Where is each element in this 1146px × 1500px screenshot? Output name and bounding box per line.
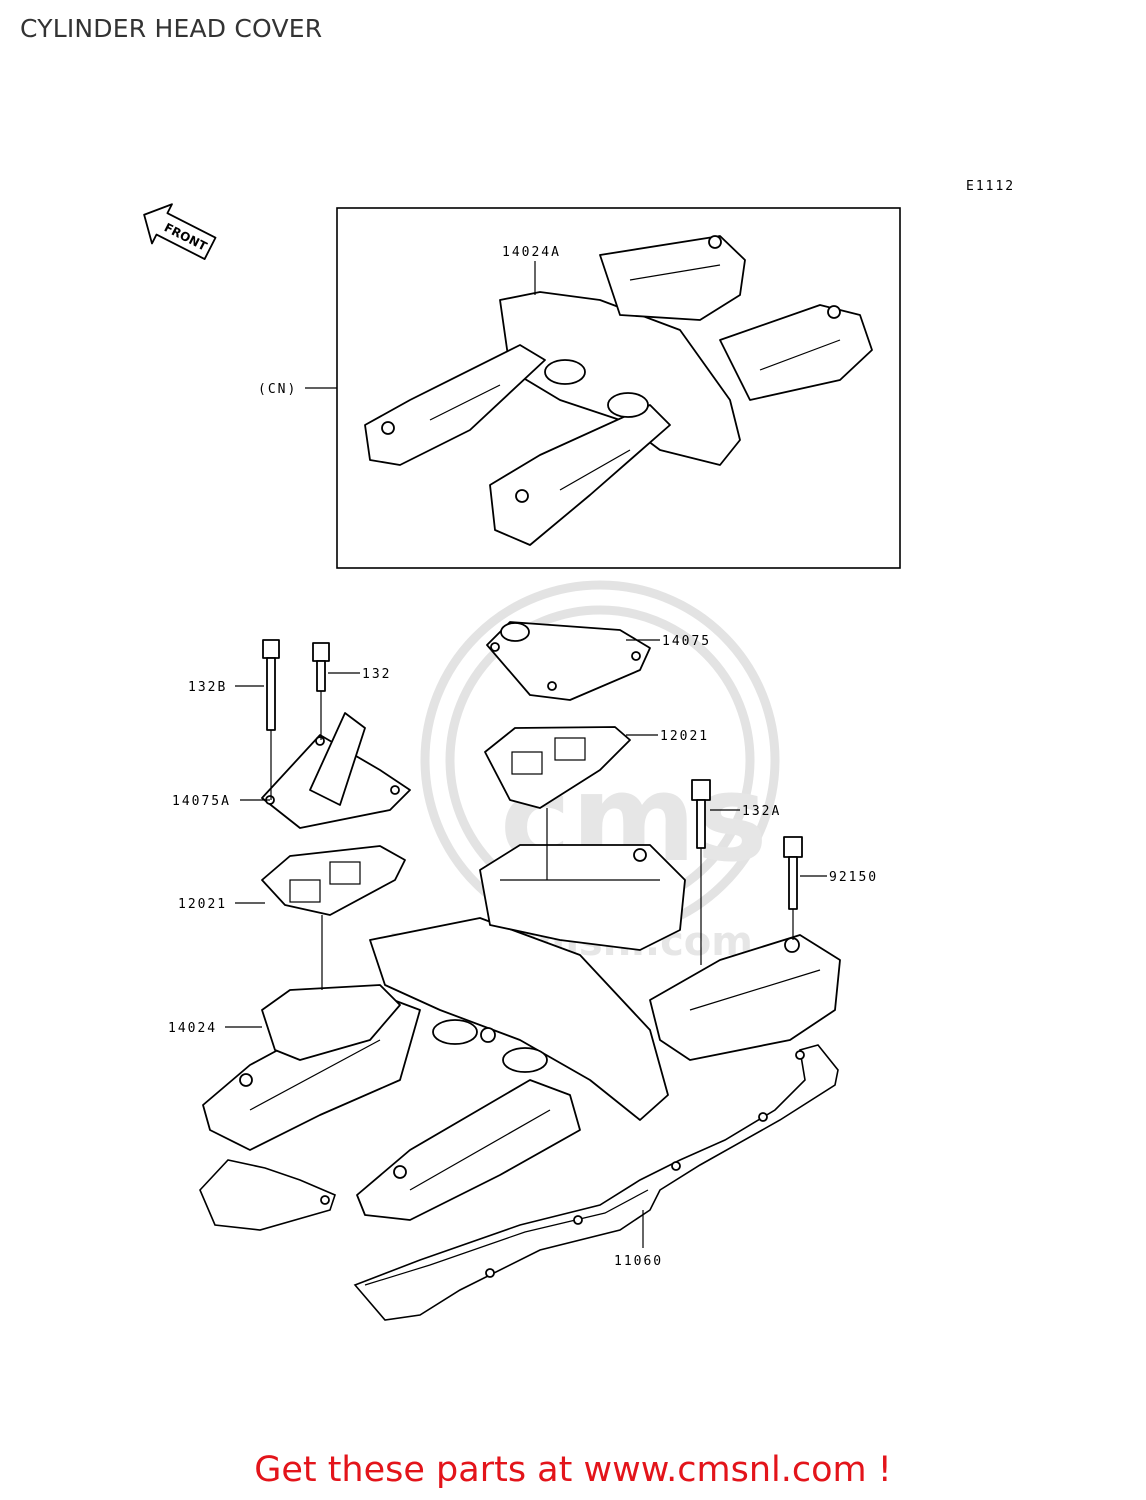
head-cover-gasket-drawing [199,1044,839,1321]
part-labels: 14024A 14075 132B 132 12021 14075A 132A … [168,245,878,1269]
breather-cover-a-drawing [261,712,411,829]
bolt-132b-drawing [262,639,280,731]
cylinder-head-cover-drawing [202,844,841,1221]
part-label-14024a: 14024A [502,245,561,260]
breather-gasket-upper-drawing [484,726,631,809]
part-label-132b: 132B [188,680,227,695]
bolt-132-drawing [312,642,330,692]
part-label-14075a: 14075A [172,794,231,809]
breather-cover-drawing [486,621,651,701]
breather-gasket-lower-drawing [261,845,406,916]
box-label: (CN) [258,382,297,397]
part-label-11060: 11060 [614,1254,663,1269]
cylinder-head-cover-assembly-drawing [364,235,873,546]
part-label-14024: 14024 [168,1021,217,1036]
part-label-14075: 14075 [662,634,711,649]
front-arrow-icon: FRONT [143,203,217,260]
bolt-92150-drawing [783,836,803,910]
footer-banner[interactable]: Get these parts at www.cmsnl.com ! [254,1450,892,1490]
part-label-12021-upper: 12021 [660,729,709,744]
diagram-code: E1112 [966,179,1015,194]
page-title: CYLINDER HEAD COVER [20,14,323,43]
part-label-12021-lower: 12021 [178,897,227,912]
part-label-92150: 92150 [829,870,878,885]
part-label-132: 132 [362,667,391,682]
part-label-132a: 132A [742,804,781,819]
